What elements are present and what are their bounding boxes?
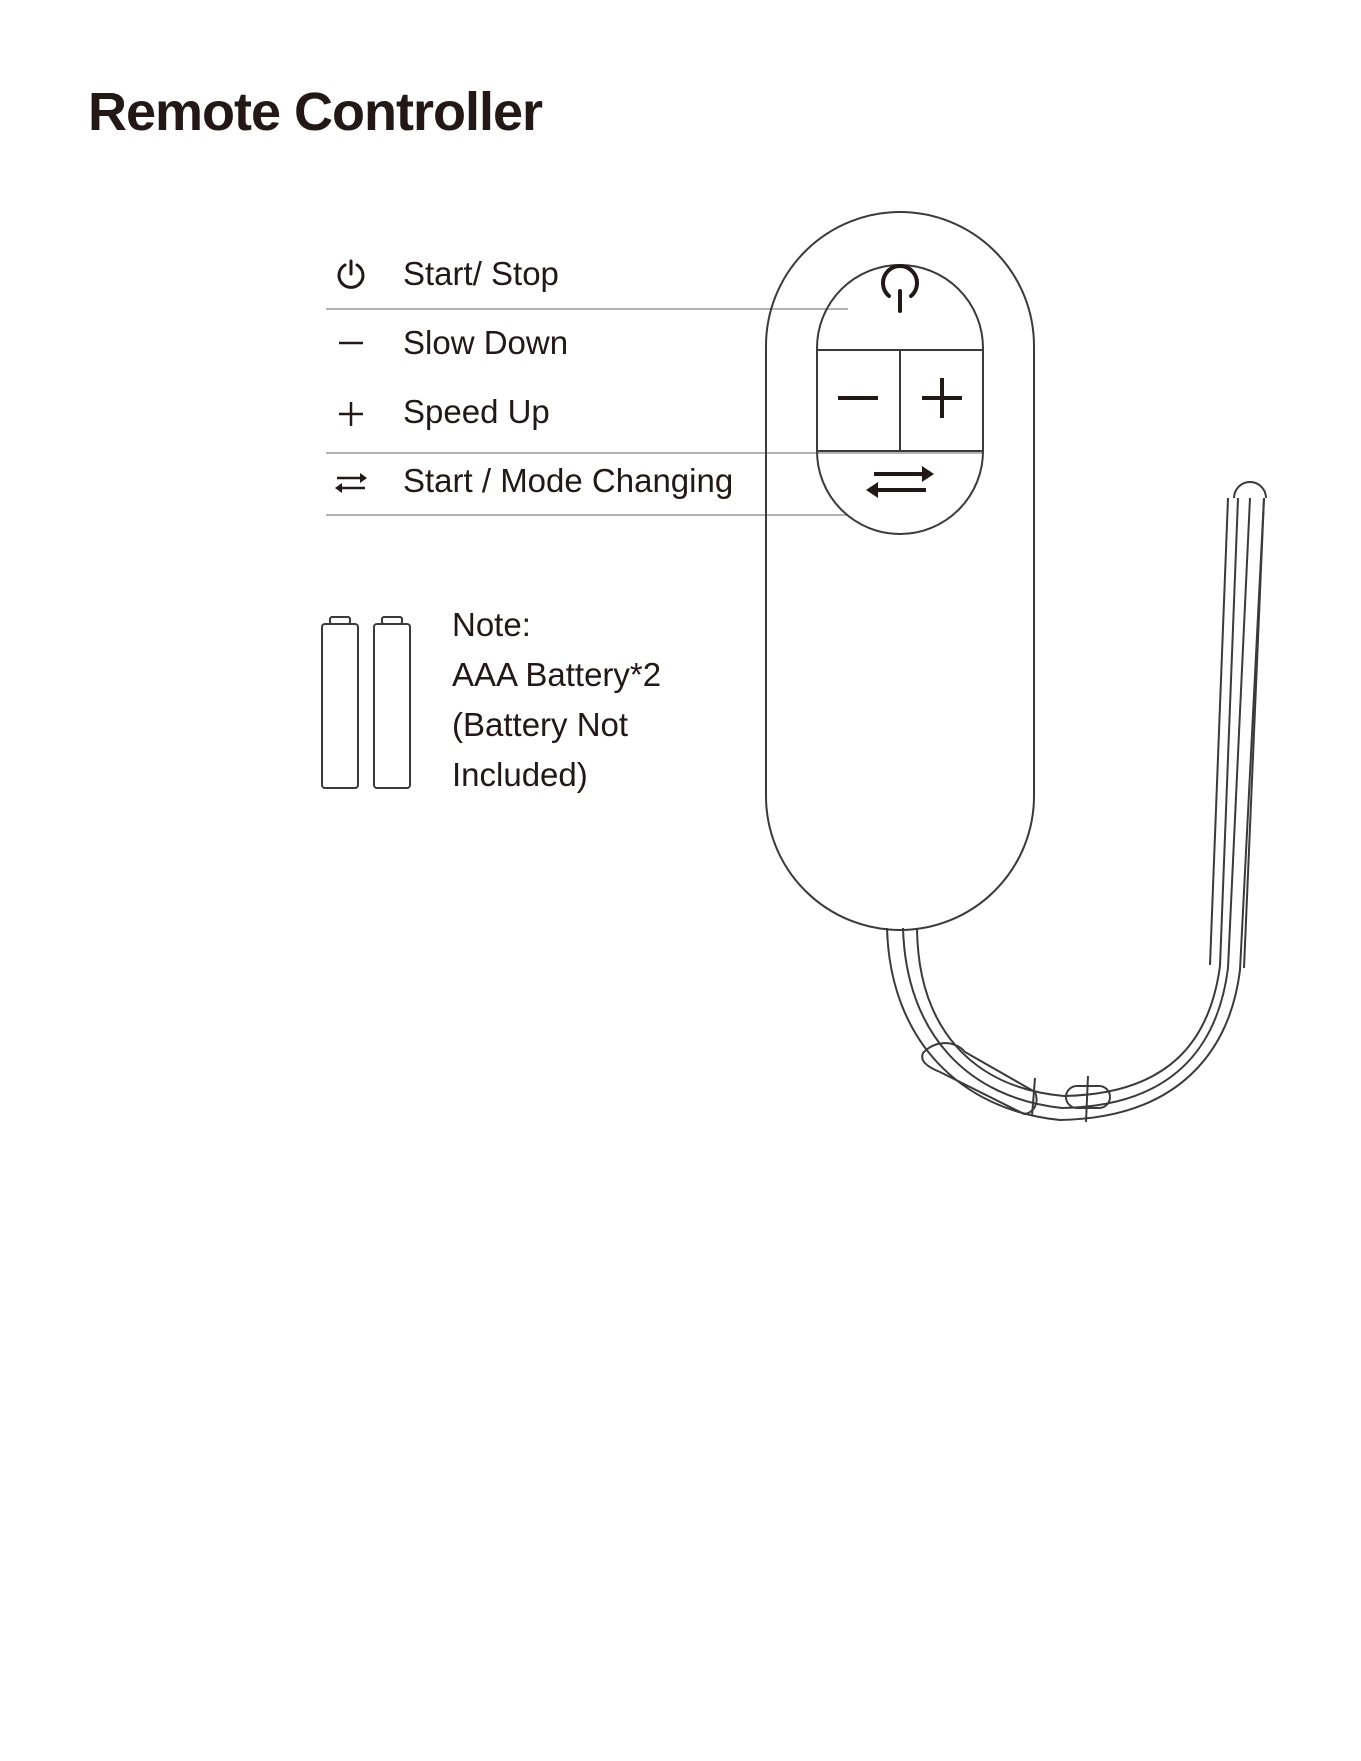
page-title: Remote Controller xyxy=(88,80,542,144)
legend-row-start-stop: Start/ Stop xyxy=(330,249,372,299)
mode-button[interactable] xyxy=(866,466,934,498)
power-button[interactable] xyxy=(883,266,917,311)
plus-button[interactable] xyxy=(922,378,962,418)
battery-note: Note: AAA Battery*2 (Battery Not Include… xyxy=(452,600,661,800)
battery-left xyxy=(322,624,358,788)
legend-label: Speed Up xyxy=(403,387,550,437)
legend-row-slow-down: Slow Down xyxy=(330,318,372,368)
note-line: AAA Battery*2 xyxy=(452,650,661,700)
plus-icon xyxy=(330,391,372,433)
legend-row-mode-changing: Start / Mode Changing xyxy=(330,456,372,506)
legend-label: Start/ Stop xyxy=(403,249,559,299)
battery-right xyxy=(374,624,410,788)
battery-illustration xyxy=(322,617,410,788)
swap-arrows-icon xyxy=(330,460,372,502)
note-line: Included) xyxy=(452,750,661,800)
remote-body xyxy=(766,212,1034,930)
legend-label: Start / Mode Changing xyxy=(403,456,733,506)
power-icon xyxy=(330,253,372,295)
minus-icon xyxy=(330,322,372,364)
wrist-strap xyxy=(887,482,1266,1122)
legend-row-speed-up: Speed Up xyxy=(330,387,372,437)
note-heading: Note: xyxy=(452,600,661,650)
legend-label: Slow Down xyxy=(403,318,568,368)
note-line: (Battery Not xyxy=(452,700,661,750)
